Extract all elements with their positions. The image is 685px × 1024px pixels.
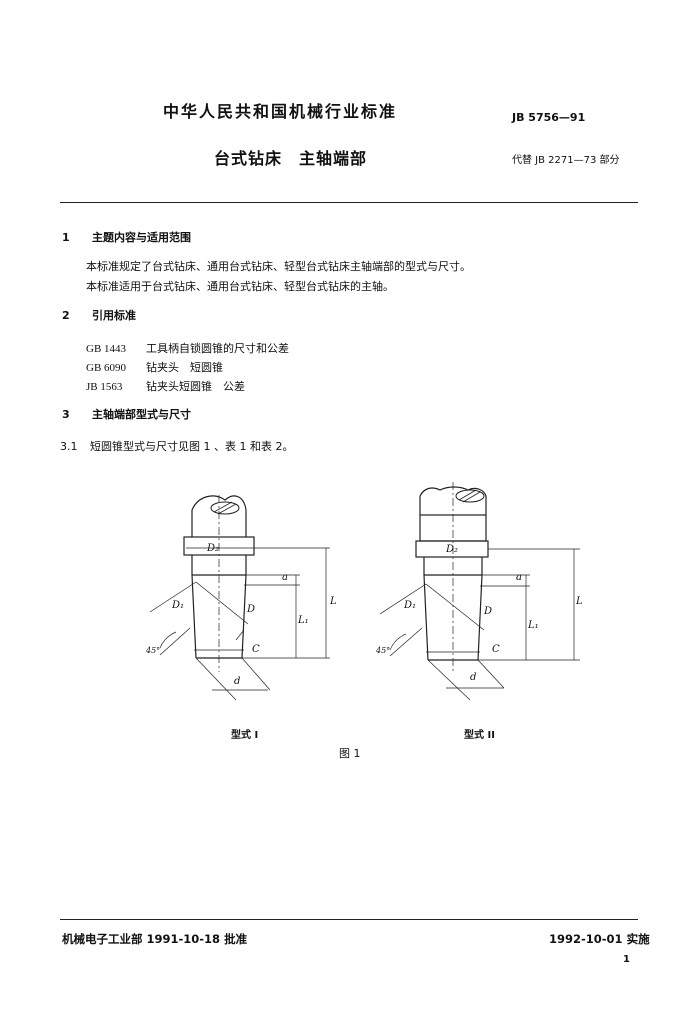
section-1-paragraph: 本标准适用于台式钻床、通用台式钻床、轻型台式钻床的主轴。 [86, 280, 394, 293]
section-1-heading: 1 主题内容与适用范围 [62, 229, 191, 245]
standard-code: JB 5756—91 [512, 111, 586, 124]
dim-L1-label: L₁ [527, 620, 539, 631]
dim-C-label: C [492, 644, 500, 655]
reference-title: 钻夹头 短圆锥 [146, 361, 223, 374]
subsection-text: 短圆锥型式与尺寸见图 1 、表 1 和表 2。 [90, 440, 294, 453]
spindle-type-2 [379, 482, 580, 701]
organization-title: 中华人民共和国机械行业标准 [163, 102, 398, 121]
approval-line: 机械电子工业部 1991-10-18 批准 [62, 932, 248, 946]
section-3-heading: 3 主轴端部型式与尺寸 [62, 406, 191, 422]
section-title: 主轴端部型式与尺寸 [92, 408, 191, 421]
dim-d-label: d [470, 672, 476, 683]
dim-a-label: a [516, 572, 522, 583]
dim-D1-label: D₁ [403, 600, 416, 611]
dim-D-label: D [483, 606, 492, 617]
reference-title: 工具柄自锁圆锥的尺寸和公差 [146, 342, 289, 355]
reference-item: JB 1563 钻夹头短圆锥 公差 [86, 375, 245, 394]
section-1-paragraph: 本标准规定了台式钻床、通用台式钻床、轻型台式钻床主轴端部的型式与尺寸。 [86, 260, 471, 273]
section-number: 1 [62, 231, 70, 244]
dim-D2-label: D₂ [445, 544, 458, 555]
subsection-3-1: 3.1 短圆锥型式与尺寸见图 1 、表 1 和表 2。 [60, 438, 293, 454]
dim-d-label: d [234, 676, 240, 687]
replaces-note: 代替 JB 2271—73 部分 [512, 155, 620, 166]
figure-caption-type-2: 型式 II [464, 730, 495, 741]
subsection-number: 3.1 [60, 440, 78, 453]
dim-C-label: C [252, 644, 260, 655]
dim-L-label: L [329, 596, 337, 607]
dim-L1-label: L₁ [297, 615, 309, 626]
section-title: 引用标准 [92, 309, 136, 322]
reference-item: GB 1443 工具柄自锁圆锥的尺寸和公差 [86, 337, 289, 356]
effective-date: 1992-10-01 实施 [549, 932, 650, 946]
reference-code: JB 1563 [86, 381, 123, 393]
dim-D-label: D [246, 604, 255, 615]
dim-L-label: L [575, 596, 583, 607]
reference-code: GB 6090 [86, 362, 127, 374]
section-title: 主题内容与适用范围 [92, 231, 191, 244]
reference-code: GB 1443 [86, 343, 127, 355]
spindle-type-1 [149, 495, 330, 701]
document-title: 台式钻床 主轴端部 [214, 149, 368, 168]
section-number: 3 [62, 408, 70, 421]
figure-caption-type-1: 型式 I [231, 730, 259, 741]
page-number: 1 [623, 954, 630, 965]
dim-D2-label: D₂ [206, 543, 219, 554]
section-number: 2 [62, 309, 70, 322]
header-rule [60, 202, 638, 203]
footer-rule [60, 919, 638, 920]
dim-D1-label: D₁ [171, 600, 184, 611]
dim-a-label: a [282, 572, 288, 583]
section-2-heading: 2 引用标准 [62, 307, 136, 323]
angle-label: 45° [145, 646, 160, 655]
reference-title: 钻夹头短圆锥 公差 [146, 380, 245, 393]
figure-label: 图 1 [339, 747, 361, 760]
angle-label: 45° [375, 646, 390, 655]
reference-item: GB 6090 钻夹头 短圆锥 [86, 356, 223, 375]
